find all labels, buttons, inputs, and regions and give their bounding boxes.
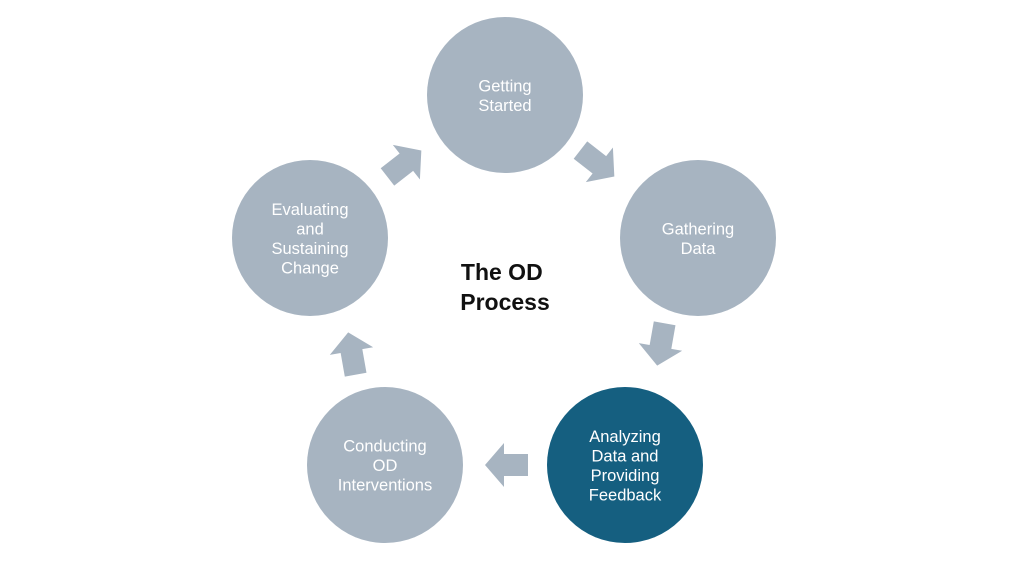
step-label-line: Change [281, 259, 339, 277]
step-circle [427, 17, 583, 173]
step-label-line: Evaluating [271, 201, 348, 219]
step-circle [547, 387, 703, 543]
step-label-line: Interventions [338, 477, 432, 495]
step-label-line: Getting [478, 77, 531, 95]
flow-arrow-icon-conducting-interventions-to-evaluating-change [329, 332, 374, 377]
step-label-line: Gathering [662, 220, 734, 238]
step-label-line: OD [373, 457, 398, 475]
step-circle [232, 160, 388, 316]
step-label-line: and [296, 220, 324, 238]
step-label-line: Data and [592, 447, 659, 465]
step-label-line: Sustaining [271, 240, 348, 258]
arrows-layer [329, 141, 683, 487]
center-title-line-2: Process [460, 289, 550, 315]
step-label-line: Feedback [589, 486, 662, 504]
flow-arrow-icon-analyzing-data-to-conducting-interventions [485, 443, 528, 487]
flow-arrow-icon-evaluating-change-to-getting-started [380, 144, 422, 186]
step-circle [307, 387, 463, 543]
step-circle [620, 160, 776, 316]
step-label-line: Providing [591, 467, 660, 485]
step-label-line: Conducting [343, 438, 426, 456]
flow-arrow-icon-gathering-data-to-analyzing-data [638, 321, 683, 366]
center-title: The OD Process [460, 259, 550, 315]
step-label-line: Data [681, 240, 717, 258]
center-title-line-1: The OD [461, 259, 543, 285]
flow-arrow-icon-getting-started-to-gathering-data [573, 141, 615, 183]
step-label-line: Analyzing [589, 428, 661, 446]
step-label-line: Started [478, 97, 531, 115]
